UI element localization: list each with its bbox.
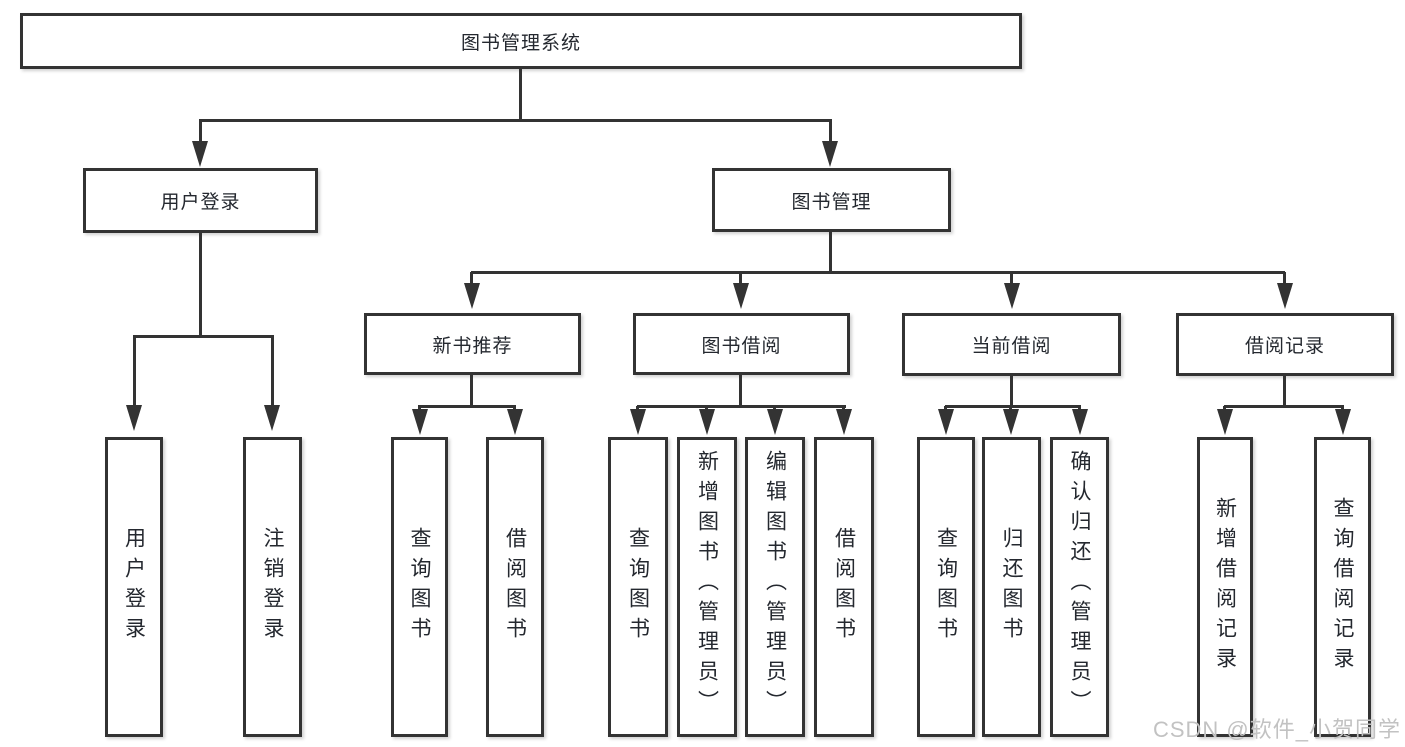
node-borrow-record: 借阅记录 [1176,313,1394,376]
leaf-add-borrow-record-label: 新增借阅记录 [1213,497,1237,677]
connector-leaf-stem [271,335,274,407]
connector-branch-stem [1283,272,1286,286]
connector-user-login-down [199,233,202,337]
connector-newbook-down [470,375,473,407]
connector-branch-stem [470,272,473,286]
node-root: 图书管理系统 [20,13,1022,69]
arrow-down-icon [464,283,480,309]
node-user-login-label: 用户登录 [160,192,241,213]
leaf-query-borrow-record-label: 查询借阅记录 [1331,497,1354,677]
leaf-query-book-current: 查询图书 [917,437,975,737]
connector-root-rail [199,119,832,122]
leaf-query-book-current-label: 查询图书 [934,527,958,647]
arrow-down-icon [507,409,523,435]
watermark: CSDN @软件_小贺同学 [1152,717,1401,742]
node-new-book-recommend-label: 新书推荐 [432,335,513,357]
connector-currentborrow-down [1010,375,1013,407]
leaf-query-book-borrow-label: 查询图书 [626,527,650,647]
arrow-down-icon [733,283,749,309]
arrow-down-icon [1004,283,1020,309]
leaf-query-borrow-record: 查询借阅记录 [1314,437,1371,737]
arrow-down-icon [822,141,838,167]
leaf-user-login: 用户登录 [105,437,163,737]
leaf-borrow-book-newrec: 借阅图书 [486,437,544,737]
node-new-book-recommend: 新书推荐 [364,313,581,375]
node-root-label: 图书管理系统 [460,32,581,54]
arrow-down-icon [1003,409,1019,435]
node-book-borrow: 图书借阅 [633,313,850,375]
leaf-confirm-return-admin: 确认归还（管理员） [1050,437,1109,737]
leaf-user-login-label: 用户登录 [122,527,146,647]
arrow-down-icon [938,409,954,435]
connector-newbook-rail [418,405,516,408]
connector-bookborrow-rail [637,405,846,408]
arrow-down-icon [264,405,280,431]
arrow-down-icon [1277,283,1293,309]
leaf-add-borrow-record: 新增借阅记录 [1197,437,1253,737]
leaf-add-book-admin-label: 新增图书（管理员） [695,450,719,720]
connector-user-login-stem [199,119,202,147]
node-user-login: 用户登录 [83,168,318,233]
leaf-edit-book-admin: 编辑图书（管理员） [745,437,805,737]
leaf-borrow-book-newrec-label: 借阅图书 [503,527,527,647]
connector-branch-stem [1010,272,1013,286]
leaf-borrow-book: 借阅图书 [814,437,874,737]
arrow-down-icon [1072,409,1088,435]
leaf-logout-label: 注销登录 [261,527,284,647]
arrow-down-icon [1335,409,1351,435]
node-borrow-record-label: 借阅记录 [1244,336,1325,357]
arrow-down-icon [1217,409,1233,435]
node-current-borrow-label: 当前借阅 [971,336,1052,357]
connector-book-mgmt-rail [471,271,1285,274]
connector-borrowrecord-down [1283,375,1286,407]
leaf-query-book-newrec: 查询图书 [391,437,448,737]
arrow-down-icon [767,409,783,435]
node-book-management: 图书管理 [712,168,951,232]
arrow-down-icon [630,409,646,435]
arrow-down-icon [126,405,142,431]
connector-branch-stem [739,272,742,286]
leaf-query-book-newrec-label: 查询图书 [408,527,431,647]
leaf-edit-book-admin-label: 编辑图书（管理员） [763,450,787,720]
arrow-down-icon [836,409,852,435]
connector-leaf-stem [133,335,136,407]
leaf-add-book-admin: 新增图书（管理员） [677,437,737,737]
leaf-logout: 注销登录 [243,437,302,737]
node-current-borrow: 当前借阅 [902,313,1121,376]
connector-user-login-rail [133,335,274,338]
leaf-confirm-return-admin-label: 确认归还（管理员） [1068,450,1091,720]
arrow-down-icon [699,409,715,435]
leaf-borrow-book-label: 借阅图书 [832,527,856,647]
arrow-down-icon [192,141,208,167]
node-book-borrow-label: 图书借阅 [701,335,782,357]
leaf-return-book: 归还图书 [982,437,1041,737]
connector-borrowrecord-rail [1224,405,1344,408]
connector-currentborrow-rail [945,405,1081,408]
node-book-management-label: 图书管理 [791,191,872,213]
arrow-down-icon [412,409,428,435]
leaf-return-book-label: 归还图书 [1000,527,1023,647]
connector-bookborrow-down [739,375,742,407]
leaf-query-book-borrow: 查询图书 [608,437,668,737]
connector-root-stem [519,69,522,121]
connector-book-mgmt-stem [829,119,832,147]
connector-book-mgmt-down [829,232,832,274]
